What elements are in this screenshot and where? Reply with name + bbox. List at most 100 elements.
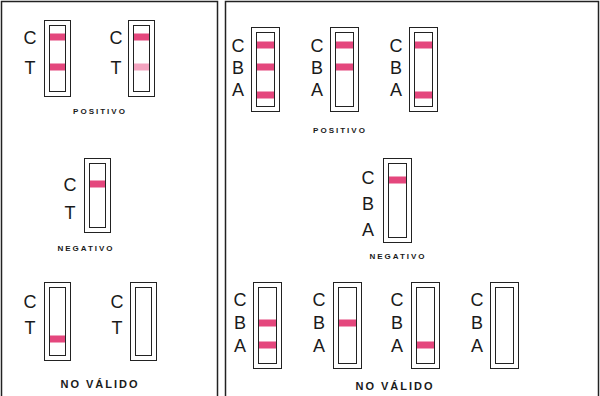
cassette-window [415,33,433,107]
result-band [415,42,432,49]
cassette-window [259,288,277,364]
result-band [90,181,105,188]
test-cassette [252,28,280,112]
cassette-window [339,288,357,364]
line-letter: B [232,59,244,77]
result-band [339,320,356,327]
line-letter: A [362,221,374,239]
line-letter: C [311,37,324,55]
line-letter: A [391,337,403,355]
cassette-outer [491,283,519,369]
test-cassette [331,28,359,112]
result-band [50,336,65,343]
line-letter: B [311,59,323,77]
result-caption: NEGATIVO [57,245,114,253]
result-band [50,34,65,41]
test-cassette [45,21,71,97]
test-cassette [85,159,111,233]
test-cassette [334,283,362,369]
line-letter: A [471,337,483,355]
cassette-window [90,164,106,228]
test-cassette [412,283,440,369]
result-band [257,42,274,49]
test-cassette [129,21,155,97]
result-caption: NO VÁLIDO [355,381,434,392]
line-letter: A [311,81,323,99]
line-letter: C [64,176,77,194]
test-cassette [131,283,157,361]
line-letter: C [362,169,375,187]
cassette-window [417,288,435,364]
cassette-window [134,26,150,92]
result-band [389,177,406,184]
panel-frame [2,2,218,396]
line-letter: C [234,291,247,309]
line-letter: T [25,319,36,337]
cassette-outer [85,159,111,233]
line-letter: B [313,314,325,332]
cassette-outer [334,283,362,369]
cassette-window [389,164,407,238]
line-letter: C [24,293,37,311]
result-caption: NO VÁLIDO [60,379,139,390]
result-band [259,342,276,349]
result-caption: POSITIVO [73,108,127,116]
result-band [257,92,274,99]
result-band [259,320,276,327]
result-caption: NEGATIVO [369,253,426,261]
result-band [134,64,149,71]
line-letter: T [65,204,76,222]
cassette-outer [45,283,71,361]
cassette-window [136,288,152,356]
line-letter: C [111,293,124,311]
line-letter: A [313,337,325,355]
cassette-outer [412,283,440,369]
cassette-window [496,288,514,364]
line-letter: B [390,59,402,77]
test-cassette [254,283,282,369]
cassette-outer [384,159,412,243]
cassette-window [50,288,66,356]
line-letter: B [471,314,483,332]
line-letter: C [391,291,404,309]
line-letter: B [391,314,403,332]
cassette-window [257,33,275,107]
result-band [417,342,434,349]
panel-frame [226,2,599,396]
cassette-outer [45,21,71,97]
line-letter: T [112,319,123,337]
line-letter: A [232,81,244,99]
test-cassette [491,283,519,369]
result-band [50,64,65,71]
test-cassette [45,283,71,361]
line-letter: T [111,59,122,77]
test-cassette [410,28,438,112]
result-band [336,64,353,71]
cassette-outer [410,28,438,112]
line-letter: A [390,81,402,99]
cassette-outer [131,283,157,361]
line-letter: C [390,37,403,55]
cassette-outer [331,28,359,112]
line-letter: C [24,29,37,47]
result-band [134,34,149,41]
line-letter: C [471,291,484,309]
line-letter: B [362,195,374,213]
line-letter: A [234,337,246,355]
test-cassette [384,159,412,243]
cassette-outer [129,21,155,97]
result-band [257,64,274,71]
cassette-outer [254,283,282,369]
cassette-window [336,33,354,107]
line-letter: B [234,314,246,332]
line-letter: C [232,37,245,55]
cassette-outer [252,28,280,112]
result-band [415,92,432,99]
line-letter: C [110,29,123,47]
result-band [336,42,353,49]
cassette-window [50,26,66,92]
line-letter: C [313,291,326,309]
line-letter: T [25,59,36,77]
